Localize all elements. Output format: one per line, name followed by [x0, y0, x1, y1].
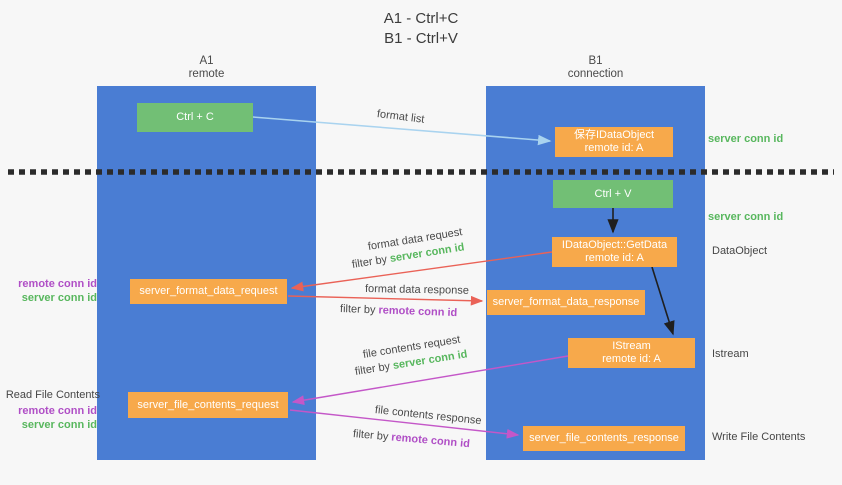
- server-file-contents-response-label: server_file_contents_response: [529, 432, 679, 444]
- remote-conn-id-label-bottom: remote conn id: [18, 405, 97, 417]
- server-conn-id-label-top: server conn id: [708, 133, 784, 145]
- diagram-title: A1 - Ctrl+C B1 - Ctrl+V: [0, 9, 842, 49]
- filter-by-text: filter by: [351, 253, 388, 271]
- filter-by-text: filter by: [339, 303, 376, 317]
- istream-line2: remote id: A: [602, 353, 661, 365]
- dataobject-label: DataObject: [712, 245, 768, 257]
- istream-box: IStream remote id: A: [568, 338, 695, 368]
- server-conn-id-label-left-bottom: server conn id: [21, 419, 97, 431]
- file-contents-response-label: file contents response: [374, 404, 483, 428]
- server-file-contents-response-box: server_file_contents_response: [523, 426, 685, 451]
- format-list-label: format list: [376, 108, 426, 126]
- istream-side-label: Istream: [712, 348, 749, 360]
- getdata-line1: IDataObject::GetData: [561, 239, 668, 251]
- save-dataobject-line1: 保存IDataObject: [573, 129, 655, 141]
- save-dataobject-box: 保存IDataObject remote id: A: [555, 127, 673, 157]
- write-file-contents-label: Write File Contents: [712, 431, 806, 443]
- server-conn-id-label-mid: server conn id: [708, 211, 784, 223]
- format-data-response-label: format data response: [364, 283, 470, 297]
- lifeline-a1-name: A1: [199, 55, 214, 67]
- server-conn-id-label-left-top: server conn id: [21, 292, 97, 304]
- remote-conn-id-text: remote conn id: [390, 431, 471, 451]
- lifeline-b1-name: B1: [588, 55, 603, 67]
- server-file-contents-request-label: server_file_contents_request: [137, 398, 279, 411]
- filter-by-text: filter by: [354, 360, 391, 378]
- remote-conn-id-label-top: remote conn id: [18, 278, 97, 290]
- lifeline-header-b1: B1 connection: [486, 55, 705, 81]
- title-line-1: A1 - Ctrl+C: [383, 10, 459, 27]
- read-file-contents-label: Read File Contents: [5, 389, 100, 401]
- server-format-data-response-label: server_format_data_response: [492, 296, 640, 308]
- getdata-box: IDataObject::GetData remote id: A: [552, 237, 677, 267]
- ctrl-v-label: Ctrl + V: [594, 187, 632, 200]
- istream-line1: IStream: [612, 340, 651, 352]
- server-format-data-request-box: server_format_data_request: [130, 279, 287, 304]
- server-file-contents-request-box: server_file_contents_request: [128, 392, 288, 418]
- getdata-line2: remote id: A: [585, 252, 644, 264]
- save-dataobject-line2: remote id: A: [584, 142, 644, 154]
- server-format-data-request-label: server_format_data_request: [139, 285, 278, 297]
- format-data-response-arrow: [287, 295, 484, 306]
- server-format-data-response-box: server_format_data_response: [487, 290, 645, 315]
- filter-by-text: filter by: [352, 428, 389, 444]
- lifeline-header-a1: A1 remote: [97, 55, 316, 81]
- remote-conn-id-text: remote conn id: [378, 304, 458, 320]
- ctrl-c-box: Ctrl + C: [137, 103, 253, 132]
- lifeline-b1-role: connection: [567, 68, 624, 80]
- ctrl-v-box: Ctrl + V: [553, 180, 673, 208]
- title-line-2: B1 - Ctrl+V: [384, 30, 458, 47]
- ctrl-c-label: Ctrl + C: [176, 111, 214, 123]
- lifeline-a1-role: remote: [188, 68, 225, 80]
